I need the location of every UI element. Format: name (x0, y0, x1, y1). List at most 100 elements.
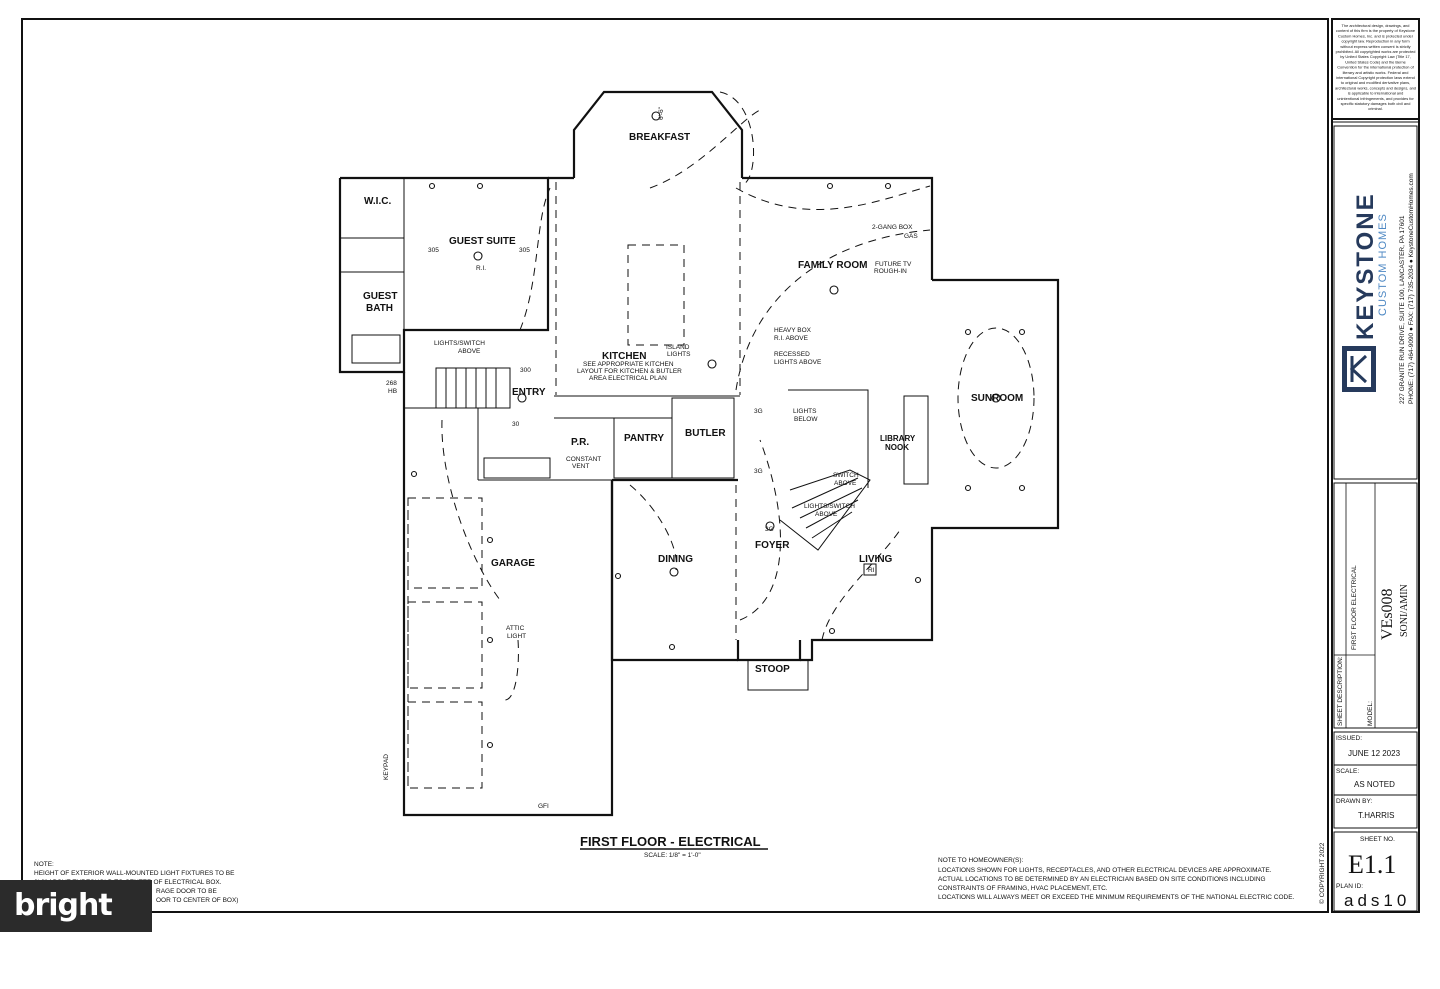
sheet-no: E1.1 (1348, 850, 1396, 879)
stair (435, 367, 929, 551)
brand-name: KEYSTONE (1352, 192, 1379, 340)
legal-line: The architectural design, drawings, and (1342, 23, 1410, 28)
scale-label: SCALE: (1336, 768, 1359, 775)
brand-subtitle: CUSTOM HOMES (1377, 213, 1389, 316)
plan-id: ads10 (1344, 891, 1410, 910)
svg-text:NOTE TO HOMEOWNER(S):: NOTE TO HOMEOWNER(S): (938, 857, 1024, 864)
legal-line: literary and artistic works. Federal and (1343, 70, 1409, 75)
svg-text:ABOVE: ABOVE (815, 511, 838, 518)
svg-text:300: 300 (520, 367, 531, 374)
room-pantry: PANTRY (624, 433, 664, 444)
watermark-suffix: MLS (14, 955, 47, 971)
svg-text:LIGHTS ABOVE: LIGHTS ABOVE (774, 359, 822, 366)
svg-text:3G: 3G (765, 526, 774, 533)
drawn-value: T.HARRIS (1358, 811, 1394, 820)
drawing-scale: SCALE: 1/8" = 1'-0" (644, 852, 701, 859)
model-name: SONI/AMIN (1399, 584, 1410, 637)
room-dining: DINING (658, 554, 693, 565)
room-kitchen: KITCHEN (602, 351, 646, 362)
room-sunroom: SUNROOM (971, 393, 1023, 404)
svg-text:NOTE:: NOTE: (34, 861, 54, 868)
sheet-description: FIRST FLOOR ELECTRICAL (1351, 565, 1358, 650)
svg-text:GFI: GFI (538, 803, 549, 810)
room-living: LIVING (859, 554, 893, 565)
svg-text:CONSTANT: CONSTANT (566, 456, 601, 463)
legal-line: Convention for the international protect… (1337, 65, 1414, 70)
room-garage: GARAGE (491, 558, 535, 569)
room-guest-bath: GUEST (363, 291, 397, 302)
svg-text:KEYPAD: KEYPAD (383, 754, 390, 780)
legal-line: copyright law. Reproduction in any form (1341, 39, 1409, 44)
legal-line: international Copyright protection laws … (1336, 75, 1415, 80)
callouts: LIGHTS/SWITCH ABOVE SEE APPROPRIATE KITC… (383, 106, 918, 810)
svg-text:HB: HB (388, 388, 397, 395)
floor-plan-drawing: W.I.C. GUEST SUITE GUEST BATH BREAKFAST … (21, 18, 1420, 913)
legal-line: specific statutory damages both civil an… (1341, 101, 1411, 106)
legal-line: unintentional infringements, and provide… (1337, 96, 1414, 101)
svg-text:ABOVE: ABOVE (834, 480, 857, 487)
svg-text:ABOVE: ABOVE (458, 348, 481, 355)
title-block-border (1331, 18, 1420, 913)
svg-text:268: 268 (386, 380, 397, 387)
svg-text:ISLAND: ISLAND (666, 344, 690, 351)
legal-line: to original and modified derivative plan… (1341, 80, 1410, 85)
svg-text:SEE APPROPRIATE KITCHEN: SEE APPROPRIATE KITCHEN (583, 361, 674, 368)
legal-line: Custom Homes, Inc. and is protected unde… (1338, 33, 1414, 38)
legal-line: without express written consent is stric… (1340, 44, 1410, 49)
sheet-border (21, 18, 1329, 913)
svg-text:30: 30 (512, 421, 520, 428)
room-butler: BUTLER (685, 428, 726, 439)
copyright-legal-text: The architectural design, drawings, andc… (1335, 23, 1416, 111)
watermark-text: bright (14, 888, 113, 923)
legal-line: is applicable to international and (1348, 91, 1404, 96)
note-homeowner: NOTE TO HOMEOWNER(S): LOCATIONS SHOWN FO… (938, 857, 1295, 901)
svg-text:RI: RI (868, 567, 875, 574)
svg-text:305: 305 (428, 247, 439, 254)
legal-line: United States Code) and the Berne (1345, 59, 1406, 64)
model-code: VEs008 (1379, 588, 1396, 640)
svg-text:VENT: VENT (572, 463, 589, 470)
svg-text:LOCATIONS WILL ALWAYS MEET OR: LOCATIONS WILL ALWAYS MEET OR EXCEED THE… (938, 894, 1295, 901)
svg-text:HEIGHT OF EXTERIOR WALL-MOUNTE: HEIGHT OF EXTERIOR WALL-MOUNTED LIGHT FI… (34, 870, 235, 877)
room-labels: W.I.C. GUEST SUITE GUEST BATH BREAKFAST … (363, 132, 1023, 675)
room-entry: ENTRY (512, 387, 546, 398)
svg-text:3G: 3G (754, 408, 763, 415)
svg-text:2-GANG BOX: 2-GANG BOX (872, 224, 913, 231)
scale-value: AS NOTED (1354, 780, 1395, 789)
svg-text:LIGHTS/SWITCH: LIGHTS/SWITCH (434, 340, 485, 347)
svg-text:OOR TO CENTER OF BOX): OOR TO CENTER OF BOX) (156, 897, 238, 904)
brand-address: 227 GRANITE RUN DRIVE, SUITE 100, LANCAS… (1399, 215, 1406, 404)
legal-line: content of this firm is the property of … (1336, 28, 1415, 33)
svg-text:R.I. ABOVE: R.I. ABOVE (774, 335, 809, 342)
svg-text:LIGHTS/SWITCH: LIGHTS/SWITCH (804, 503, 855, 510)
svg-text:AREA ELECTRICAL PLAN: AREA ELECTRICAL PLAN (589, 375, 667, 382)
room-foyer: FOYER (755, 540, 790, 551)
issued-date: JUNE 12 2023 (1348, 749, 1401, 758)
svg-text:CONSTRAINTS OF FRAMING, HVAC P: CONSTRAINTS OF FRAMING, HVAC PLACEMENT, … (938, 885, 1108, 892)
room-stoop: STOOP (755, 664, 790, 675)
room-library-2: NOOK (885, 443, 909, 452)
brand-contact: PHONE: (717) 464-9090 ● FAX: (717) 735-2… (1408, 173, 1415, 404)
legal-line: by United States Copyright Law (Title 17… (1340, 54, 1411, 59)
legal-line: criminal. (1368, 106, 1382, 111)
svg-text:HEAVY BOX: HEAVY BOX (774, 327, 812, 334)
svg-text:6'-6": 6'-6" (658, 106, 665, 120)
legal-line: architectural works, concepts and design… (1335, 85, 1416, 90)
svg-text:LIGHTS: LIGHTS (793, 408, 817, 415)
svg-text:3G: 3G (754, 468, 763, 475)
plan-walls (338, 90, 1060, 817)
issued-label: ISSUED: (1336, 735, 1362, 742)
sheet-description-label: SHEET DESCRIPTION: (1337, 656, 1344, 726)
svg-text:ATTIC: ATTIC (506, 625, 525, 632)
svg-text:ROUGH-IN: ROUGH-IN (874, 268, 907, 275)
room-guest-suite: GUEST SUITE (449, 236, 516, 247)
model-label: MODEL: (1367, 701, 1374, 726)
svg-text:GAS: GAS (904, 233, 918, 240)
svg-text:BELOW: BELOW (794, 416, 818, 423)
svg-text:ACTUAL LOCATIONS TO BE DETERMI: ACTUAL LOCATIONS TO BE DETERMINED BY AN … (938, 876, 1266, 883)
sheet-no-label: SHEET NO. (1360, 836, 1395, 843)
svg-text:LOCATIONS SHOWN FOR LIGHTS, RE: LOCATIONS SHOWN FOR LIGHTS, RECEPTACLES,… (938, 867, 1272, 874)
svg-text:R.I.: R.I. (476, 265, 486, 272)
room-breakfast: BREAKFAST (629, 132, 690, 143)
room-wic: W.I.C. (364, 196, 391, 207)
